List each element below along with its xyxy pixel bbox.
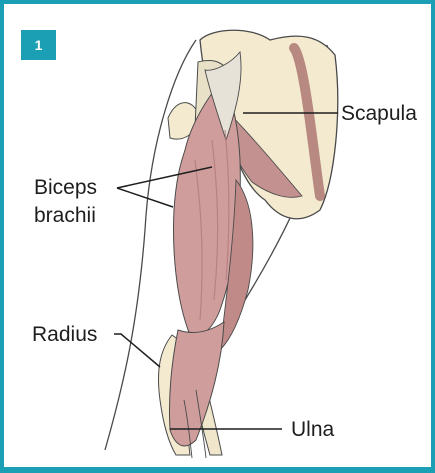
label-ulna: Ulna [291,418,335,441]
label-biceps-line1: Biceps [34,176,97,199]
label-radius: Radius [32,323,97,346]
label-scapula: Scapula [341,102,417,125]
biceps-leader-line-lower [117,188,173,207]
radius-leader-line [114,334,160,367]
label-biceps-line2: brachii [34,204,96,227]
